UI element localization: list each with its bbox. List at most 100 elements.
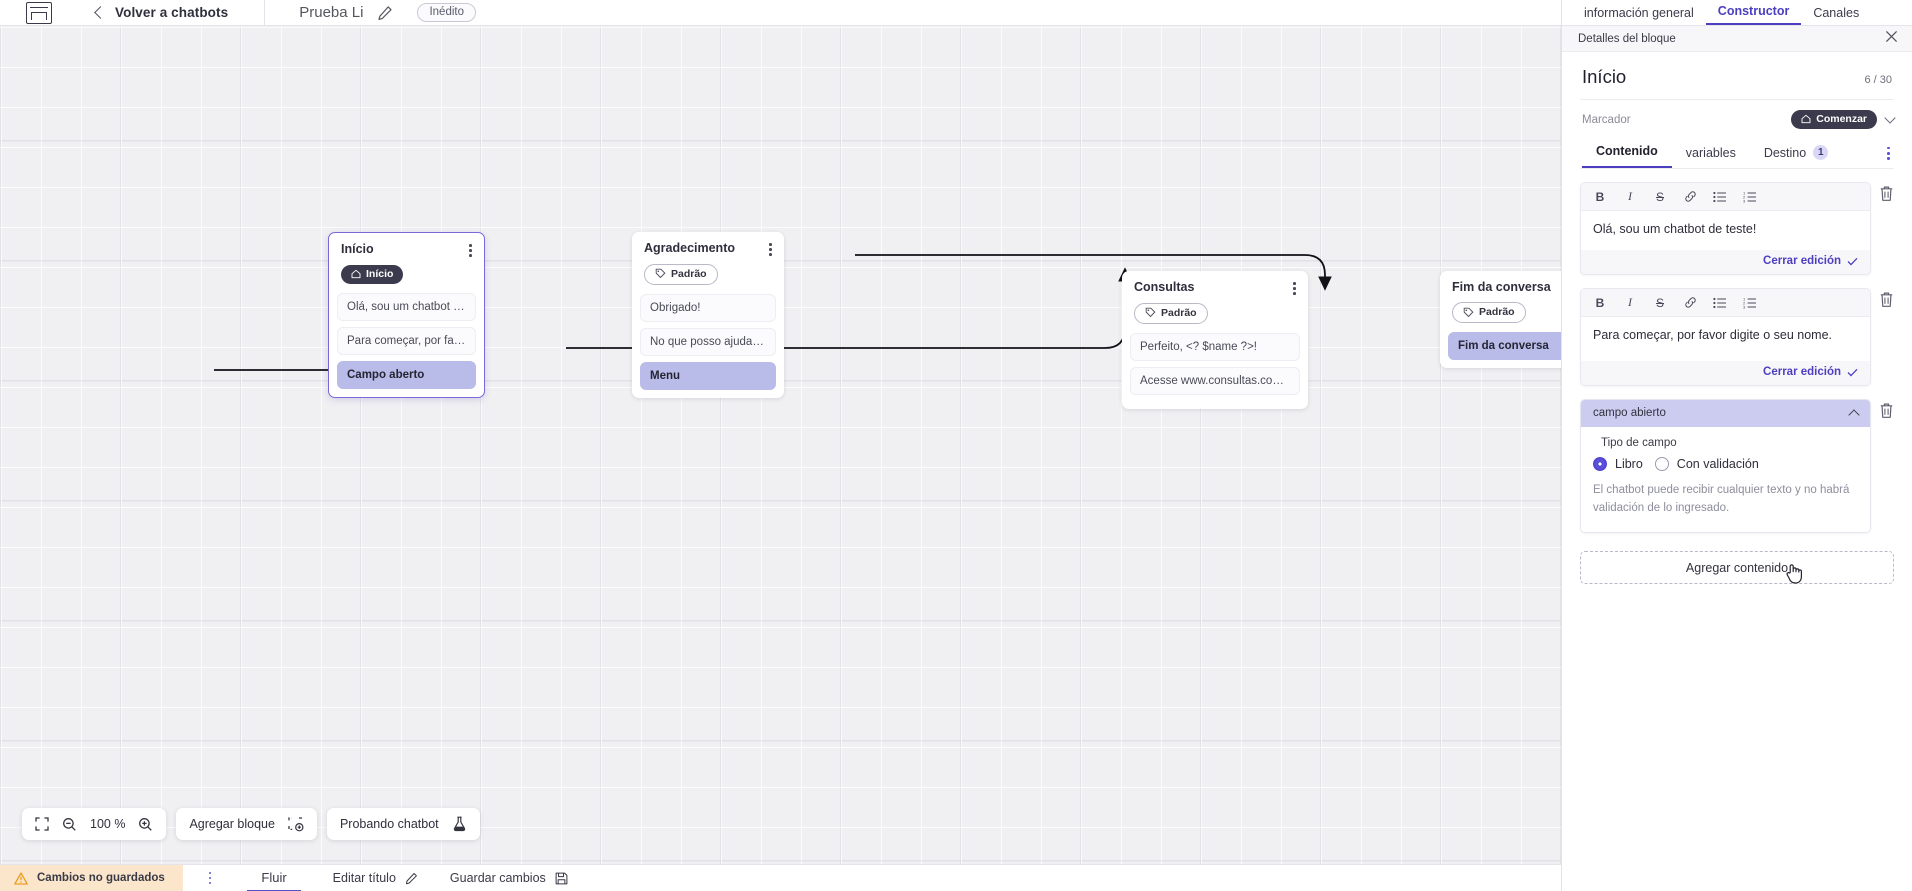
test-chatbot-button[interactable]: Probando chatbot [326,808,480,840]
marker-label: Marcador [1582,113,1631,126]
radio-libro-input[interactable] [1593,457,1607,472]
editor-text[interactable]: Olá, sou um chatbot de teste! [1581,211,1870,251]
add-block-button[interactable]: Agregar bloque [176,808,317,840]
block-title-row: Início 6 / 30 [1580,52,1894,100]
fit-screen-icon[interactable] [35,817,49,831]
kebab-menu-icon[interactable] [1887,146,1890,160]
node-item[interactable]: Acesse www.consultas.com par... [1130,366,1300,395]
tab-destino[interactable]: Destino 1 [1750,139,1842,168]
node-consultas[interactable]: Consultas Padrão Perfeito, <? $name ?>! … [1122,271,1308,409]
svg-text:3: 3 [1743,198,1746,203]
kebab-menu-icon[interactable] [1293,280,1296,295]
node-item[interactable]: No que posso ajudar, <? $name ... [640,327,776,356]
node-title: Fim da conversa [1452,280,1551,294]
marker-badge[interactable]: Comenzar [1791,110,1877,129]
italic-icon[interactable]: I [1628,295,1632,310]
flow-canvas[interactable]: Início Início Olá, sou um chatbot de tes… [0,26,1561,864]
node-fim-da-conversa[interactable]: Fim da conversa Padrão Fim da conversa [1440,271,1561,368]
tab-canales[interactable]: Canales [1813,6,1860,20]
home-icon [351,269,361,278]
back-to-chatbots-button[interactable]: Volver a chatbots [94,5,229,20]
node-item[interactable]: Fim da conversa [1448,332,1561,360]
italic-icon[interactable]: I [1628,189,1632,203]
save-changes-button[interactable]: Guardar cambios [450,871,568,885]
kebab-menu-icon[interactable] [769,241,772,256]
strikethrough-icon[interactable]: S [1655,295,1664,310]
node-item[interactable]: Olá, sou um chatbot de teste! [337,292,476,321]
top-bar: Volver a chatbots Prueba Li Inédito [0,0,1561,26]
app-logo-icon[interactable] [26,1,52,24]
trash-icon[interactable] [1879,185,1894,202]
panel-subheader: Detalles del bloque [1562,26,1912,52]
node-header: Consultas [1130,280,1300,295]
close-edit-button[interactable]: Cerrar edición [1763,255,1858,267]
node-item[interactable]: Obrigado! [640,293,776,322]
warning-triangle-icon [14,871,28,885]
bold-icon[interactable]: B [1595,295,1605,310]
node-title: Consultas [1134,280,1195,294]
unsaved-changes-label: Cambios no guardados [37,872,165,884]
link-icon[interactable] [1683,189,1697,204]
bullet-list-icon[interactable] [1713,295,1727,310]
tab-constructor[interactable]: Constructor [1705,4,1802,25]
close-edit-button[interactable]: Cerrar edición [1763,366,1858,378]
node-item[interactable]: Menu [640,361,776,390]
strikethrough-icon[interactable]: S [1655,189,1664,204]
radio-libro[interactable]: Libro [1593,457,1643,472]
pencil-icon[interactable] [377,5,393,21]
chevron-down-icon[interactable] [1884,112,1896,124]
node-agradecimento[interactable]: Agradecimento Padrão Obrigado! No que po… [632,232,784,398]
radio-con-validacion-input[interactable] [1654,457,1669,472]
node-tag-label: Padrão [1479,306,1515,318]
radio-con-validacion[interactable]: Con validación [1654,457,1759,472]
zoom-in-icon[interactable] [138,817,153,832]
panel-tabs: información general Constructor Canales [1562,0,1912,26]
unsaved-changes-indicator: Cambios no guardados [0,864,183,891]
node-tag-badge: Padrão [1134,302,1208,324]
kebab-menu-icon[interactable] [469,242,472,257]
node-item[interactable]: Campo aberto [337,360,476,389]
tab-contenido[interactable]: Contenido [1582,138,1672,168]
chevron-up-icon[interactable] [1848,409,1860,421]
bold-icon[interactable]: B [1595,189,1605,204]
pencil-icon [405,872,418,885]
node-tag-badge: Padrão [1452,302,1526,323]
tab-fluir[interactable]: Fluir [247,865,301,891]
panel-subheader-title: Detalles del bloque [1578,32,1676,45]
zoom-controls[interactable]: 100 % [22,808,167,840]
close-icon[interactable] [1885,30,1898,48]
add-content-button[interactable]: Agregar contenido [1580,551,1894,584]
tab-variables[interactable]: variables [1672,140,1750,168]
canvas-toolbar: 100 % Agregar bloque Probando chatbot [22,808,480,840]
node-header: Fim da conversa [1448,280,1561,294]
open-field-card-header[interactable]: campo abierto [1581,400,1870,428]
trash-icon[interactable] [1879,291,1894,308]
node-item[interactable]: Para começar, por favor digite o ... [337,326,476,355]
marker-control[interactable]: Comenzar [1791,110,1896,129]
trash-icon[interactable] [1879,402,1894,419]
tag-icon [1463,307,1474,317]
node-inicio[interactable]: Início Início Olá, sou um chatbot de tes… [328,232,485,398]
edit-title-button[interactable]: Editar título [333,871,418,885]
back-to-chatbots-label: Volver a chatbots [115,5,229,20]
bot-title: Prueba Li [299,4,364,21]
editor-text[interactable]: Para começar, por favor digite o seu nom… [1581,317,1870,362]
link-icon[interactable] [1683,295,1697,310]
zoom-out-icon[interactable] [62,817,77,832]
status-bar: Cambios no guardados Fluir Editar título… [0,864,1561,891]
tab-informacion-general[interactable]: información general [1584,6,1694,20]
node-item[interactable]: Perfeito, <? $name ?>! [1130,332,1300,361]
kebab-menu-icon[interactable] [208,871,212,885]
add-content-label: Agregar contenido [1685,560,1789,575]
bullet-list-icon[interactable] [1713,189,1727,204]
svg-text:1: 1 [1743,297,1746,301]
check-icon [1847,368,1858,377]
editor-footer: Cerrar edición [1581,361,1870,386]
